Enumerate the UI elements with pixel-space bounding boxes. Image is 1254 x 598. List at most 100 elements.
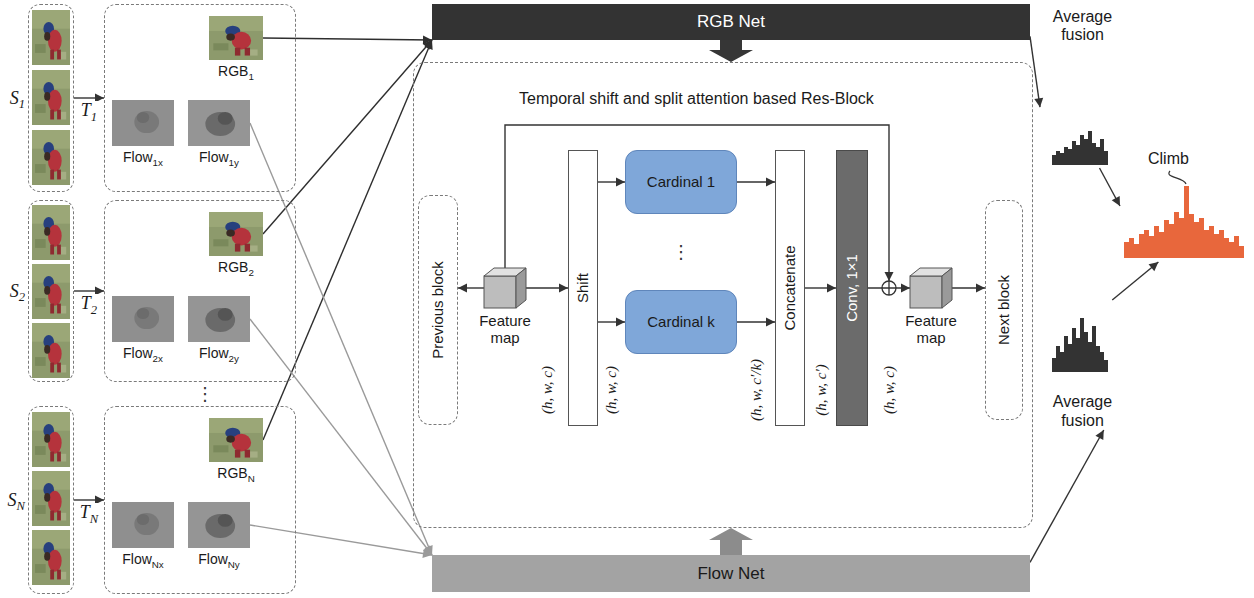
connector [263, 40, 432, 234]
video-frame [32, 130, 70, 185]
feature-cube [910, 268, 952, 308]
feature-cube [484, 268, 526, 308]
subscript: 1 [248, 71, 253, 82]
rgb-frame: RGBN [209, 418, 263, 462]
shift-box: Shift [568, 150, 598, 426]
connector [805, 284, 836, 293]
network-bar: Flow Net [432, 555, 1030, 592]
cardinal-box: Cardinal 1 [625, 150, 737, 214]
result-histogram-bars [1124, 186, 1244, 258]
result-histogram: Climb [1120, 150, 1248, 262]
subscript: 2 [91, 303, 97, 317]
frame-label: Flow1x [123, 149, 163, 165]
subscript: N [17, 499, 25, 513]
flow-frame: FlowNy [188, 502, 250, 548]
arrowhead [559, 284, 568, 293]
frame-label: Flow2y [199, 345, 239, 361]
network-label: RGB Net [697, 12, 765, 32]
clip-label: SN [8, 490, 25, 511]
cube-face [484, 276, 516, 308]
connector [709, 528, 753, 555]
dimension-label: (h, w, c′/k) [748, 359, 765, 421]
pointer-curve [1169, 171, 1186, 184]
connector [263, 40, 433, 440]
connector-line [263, 40, 432, 440]
frame-label: RGBN [217, 465, 254, 481]
connector [737, 178, 775, 187]
snippet-group: RGBN FlowNx FlowNy [104, 406, 296, 594]
network-bar: RGB Net [432, 4, 1030, 40]
subscript: 2x [153, 353, 163, 364]
connector-line [505, 125, 889, 281]
connector-line [250, 319, 432, 555]
res-block: Temporal shift and split attention based… [413, 62, 1033, 528]
flow-image [188, 296, 250, 342]
cube-face [942, 268, 952, 308]
fusion-histogram: Average fusion [1040, 300, 1125, 430]
block-arrow [709, 528, 753, 555]
connector [737, 318, 775, 327]
connector [250, 123, 433, 555]
histogram [1052, 131, 1108, 165]
flow-frame: Flow1x [112, 100, 174, 146]
arrowhead [1149, 262, 1159, 271]
block-title: Temporal shift and split attention based… [519, 90, 874, 108]
video-frame [32, 10, 70, 65]
connector [1030, 36, 1043, 107]
fusion-label: Average fusion [1040, 393, 1125, 430]
arrowhead [458, 284, 467, 293]
block-arrow [709, 40, 753, 62]
video-frame [32, 205, 70, 260]
cube-face [516, 268, 526, 308]
cardinal-box: Cardinal k [625, 290, 737, 354]
class-label: Climb [1148, 150, 1189, 168]
ellipsis: ⋮ [672, 243, 690, 261]
rgb-image [209, 212, 263, 256]
box-label: Concatenate [781, 245, 798, 330]
subscript: Nx [152, 559, 164, 570]
fusion-label: Average fusion [1040, 8, 1125, 45]
connector-line [263, 38, 432, 40]
video-frame [32, 471, 70, 526]
flow-image [112, 296, 174, 342]
arrowhead [766, 318, 775, 327]
cube-face [910, 276, 942, 308]
connector [250, 319, 432, 555]
box-label: Cardinal 1 [647, 173, 715, 190]
frame-label: RGB2 [218, 259, 254, 275]
histogram [1052, 318, 1108, 372]
feature-label: Feature map [895, 312, 967, 347]
video-frame [32, 530, 70, 585]
arrowhead [827, 284, 836, 293]
subscript: N [90, 512, 98, 526]
frame-label: FlowNx [122, 551, 164, 567]
connector [1112, 262, 1158, 300]
box-label: Conv, 1×1 [843, 254, 860, 322]
subscript: 1y [229, 157, 239, 168]
rgb-frame: RGB1 [209, 16, 263, 60]
feature-map: Feature map [910, 268, 952, 308]
rgb-image [209, 16, 263, 60]
flow-image [188, 100, 250, 146]
sum-symbol [882, 281, 896, 295]
video-frame [32, 412, 70, 467]
arrowhead [422, 549, 432, 558]
subscript: 2 [19, 290, 25, 304]
clip-group: SN [28, 406, 74, 594]
connector [598, 318, 625, 327]
dimension-label: (h, w, c) [881, 366, 898, 414]
block-label: Previous block [429, 261, 446, 359]
frame-label: RGB1 [218, 63, 254, 79]
arrowhead [766, 178, 775, 187]
dimension-label: (h, w, c) [603, 366, 620, 414]
arrowhead [423, 40, 432, 50]
connector [526, 284, 568, 293]
sum-cross [882, 281, 896, 295]
clip-label: S1 [10, 88, 25, 109]
dimension-label: (h, w, c′) [813, 364, 830, 415]
video-frame [32, 264, 70, 319]
subscript: Ny [228, 559, 240, 570]
flow-frame: FlowNx [112, 502, 174, 548]
sum-circle [882, 281, 896, 295]
